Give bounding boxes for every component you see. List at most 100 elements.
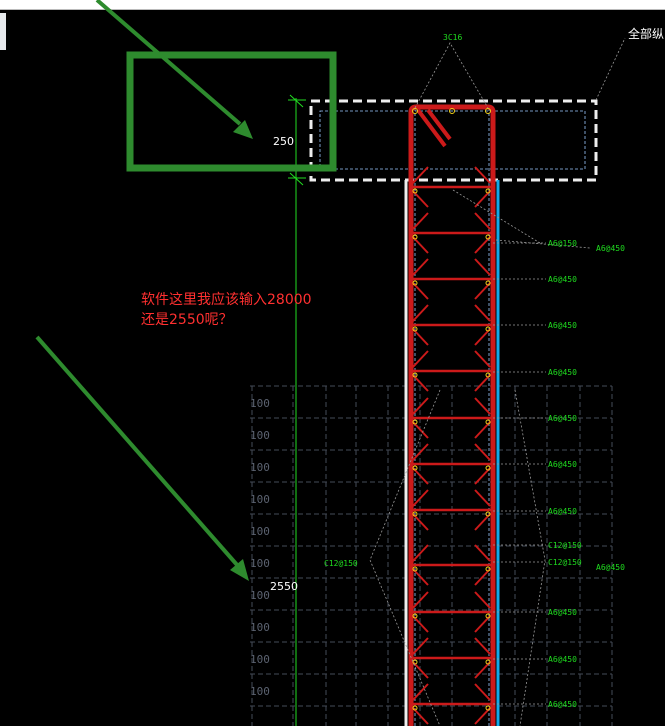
stirrups	[412, 108, 491, 725]
extra-label: A6@450	[596, 244, 625, 253]
rebar-dot	[412, 188, 418, 194]
column-height-dimension: 2550	[270, 580, 298, 593]
stirrup-hook	[474, 591, 491, 609]
stirrup-hook	[474, 282, 491, 300]
leader-lines	[369, 37, 626, 726]
rebar-dot	[485, 234, 491, 240]
stirrup-hook	[412, 328, 429, 346]
beam-inner-line	[319, 110, 586, 170]
top-bars-label: 3C16	[443, 33, 462, 42]
grid-label: 100	[250, 525, 270, 538]
stirrup-hook	[412, 615, 429, 633]
rebar-dot	[412, 465, 418, 471]
stirrup-hook	[474, 443, 491, 461]
stirrup-hook	[412, 489, 429, 507]
rebar-dot	[412, 234, 418, 240]
stirrup-hook	[474, 637, 491, 655]
stirrup-hook	[412, 258, 429, 276]
stirrup-hook	[474, 683, 491, 701]
stirrup-label: A6@450	[548, 700, 577, 709]
rebar-dot	[412, 566, 418, 572]
stirrup-hook	[412, 637, 429, 655]
all-longitudinal-label: 全部纵	[628, 26, 664, 41]
stirrup-hook	[412, 166, 429, 184]
extra-label: A6@450	[596, 563, 625, 572]
stirrup-hook	[474, 661, 491, 679]
rebar-dot	[412, 419, 418, 425]
stirrup-hook	[474, 328, 491, 346]
stirrup-hook	[474, 397, 491, 415]
rebar-dot	[485, 280, 491, 286]
rebar-dot	[485, 613, 491, 619]
stirrup-hook	[412, 374, 429, 392]
stirrup-label: A6@450	[548, 414, 577, 423]
question-note-line1: 软件这里我应该输入28000	[141, 291, 312, 308]
rebar-dot	[412, 613, 418, 619]
top-rebar-dot	[412, 108, 418, 114]
stirrup-hook	[474, 212, 491, 230]
stirrup-hook	[474, 374, 491, 392]
beam-outline	[309, 99, 598, 182]
stirrup-hook	[474, 489, 491, 507]
hook	[416, 108, 447, 148]
stirrup-hook	[474, 615, 491, 633]
stirrup-hook	[412, 304, 429, 322]
stirrup-label: A6@450	[548, 655, 577, 664]
beam-height-dimension: 250	[273, 135, 294, 148]
stirrup-hook	[412, 350, 429, 368]
stirrup-label: A6@450	[548, 368, 577, 377]
rebar-dot	[485, 511, 491, 517]
top-rebar-dot	[485, 108, 491, 114]
stirrup-label: A6@450	[548, 608, 577, 617]
grid-label: 100	[250, 653, 270, 666]
rebar-dot	[412, 280, 418, 286]
question-note-line2: 还是2550呢？	[141, 312, 233, 328]
grid-label: 100	[250, 397, 270, 410]
stirrup-hook	[474, 467, 491, 485]
stirrup-label: A6@150	[548, 239, 577, 248]
rebar-dot	[485, 188, 491, 194]
rebar-dot	[412, 372, 418, 378]
stirrup-hook	[474, 350, 491, 368]
stirrup-hook	[474, 166, 491, 184]
stirrup-hook	[474, 258, 491, 276]
stirrup-hook	[412, 661, 429, 679]
stirrup-hook	[474, 304, 491, 322]
stirrup-label: A6@450	[548, 321, 577, 330]
stirrup-hook	[412, 568, 429, 586]
stirrup-hook	[412, 212, 429, 230]
highlight-box	[126, 51, 337, 172]
stirrup-hook	[474, 513, 491, 531]
grid-label: 100	[250, 461, 270, 474]
main-stirrup	[408, 104, 496, 726]
rebar-dot	[412, 326, 418, 332]
rebar-dot	[485, 659, 491, 665]
rebar-dot	[485, 419, 491, 425]
left-side-label: C12@150	[324, 559, 358, 568]
window-top-bar	[0, 0, 665, 10]
rebar-dot	[412, 511, 418, 517]
stirrup-hook	[474, 568, 491, 586]
arrow-annotation	[35, 335, 249, 581]
stirrup-hook	[474, 544, 491, 562]
top-rebar-dot	[449, 108, 455, 114]
side-panel-tab[interactable]	[0, 13, 6, 50]
stirrup-hook	[412, 236, 429, 254]
stirrup-hook	[474, 236, 491, 254]
grid-label: 100	[250, 429, 270, 442]
rebar-dot	[485, 326, 491, 332]
stirrup-label: A6@450	[548, 460, 577, 469]
stirrup-label: A6@450	[548, 507, 577, 516]
grid-label: 100	[250, 493, 270, 506]
grid-label: 100	[250, 589, 270, 602]
rebar-dot	[412, 659, 418, 665]
stirrup-hook	[474, 421, 491, 439]
arrow-annotation	[95, 0, 253, 139]
stirrup-hook	[412, 421, 429, 439]
stirrup-hook	[412, 544, 429, 562]
dimension-line	[288, 94, 306, 726]
stirrup-label: A6@450	[548, 275, 577, 284]
rebar-dot	[485, 372, 491, 378]
